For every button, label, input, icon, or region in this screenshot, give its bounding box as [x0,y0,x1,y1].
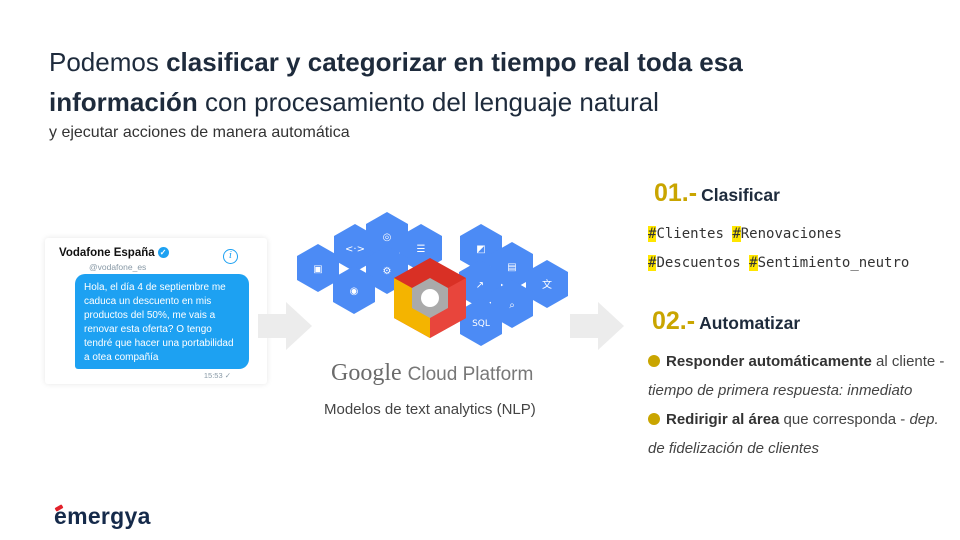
bullet-item: Redirigir al área que corresponda - dep.… [648,411,939,457]
svg-text:◩: ◩ [476,244,485,255]
automation-bullets: Responder automáticamente al cliente - t… [648,347,948,463]
nlp-caption: Modelos de text analytics (NLP) [324,401,536,418]
bullet-dot-icon [648,355,660,367]
svg-text:▣: ▣ [313,264,322,275]
slide-subtitle: y ejecutar acciones de manera automática [49,124,350,141]
title-bold-text: clasificar y categorizar en tiempo real … [166,47,743,77]
tweet-handle: @vodafone_es [89,262,147,272]
tweet-time: 15:53 ✓ [203,371,231,380]
tag-row: #Descuentos #Sentimiento_neutro [648,255,910,271]
emergya-logo: emergya [54,503,151,529]
info-icon: i [223,249,238,264]
gcp-hexagon-graphic: ▣ <·> ◎ ☰ ⚙ ◉ ◩ ▤ 文 ↗ ⌕ SQL [297,212,568,346]
bullet-dot-icon [648,413,660,425]
svg-text:◎: ◎ [383,232,392,243]
title-text: Podemos [49,47,167,77]
tweet-card: Vodafone España✓ @vodafone_es i Hola, el… [45,238,267,384]
slide-title: Podemos clasificar y categorizar en tiem… [49,42,909,122]
svg-text:↗: ↗ [476,280,484,291]
google-cloud-platform-logo: Google Cloud Platform [331,360,534,386]
svg-text:<·>: <·> [345,244,365,255]
tweet-author: Vodafone España✓ [59,247,169,259]
svg-text:◉: ◉ [350,286,359,297]
tweet-message: Hola, el día 4 de septiembre me caduca u… [75,274,249,369]
bullet-item: Responder automáticamente al cliente - t… [648,353,945,399]
svg-text:SQL: SQL [472,319,490,329]
tag-row: #Clientes #Renovaciones [648,226,842,242]
title-bold-text-2: información [49,87,198,117]
verified-icon: ✓ [157,247,169,258]
step-classify-heading: 01.-Clasificar [654,179,780,207]
step-automate-heading: 02.-Automatizar [652,307,801,335]
title-text-2: con procesamiento del lenguaje natural [197,87,659,117]
svg-text:⚙: ⚙ [383,266,392,277]
svg-text:文: 文 [542,278,552,291]
svg-text:☰: ☰ [417,244,426,255]
svg-text:▤: ▤ [507,262,516,273]
svg-text:⌕: ⌕ [509,300,515,311]
